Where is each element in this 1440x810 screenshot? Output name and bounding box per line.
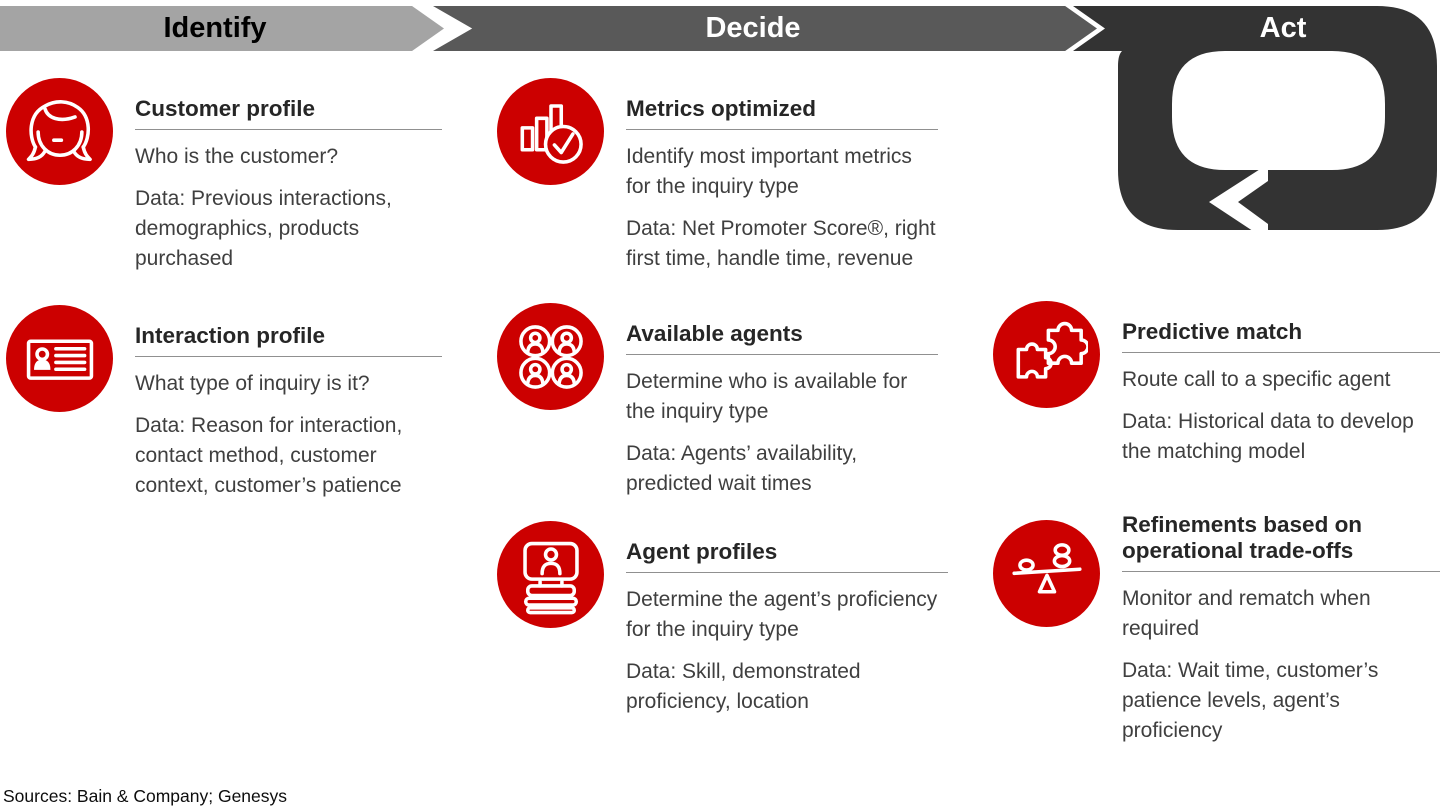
agent-laptop-icon bbox=[497, 521, 604, 628]
act-feedback-loop-icon bbox=[1073, 6, 1437, 240]
card-title: Customer profile bbox=[135, 96, 442, 130]
phase-label-act: Act bbox=[1259, 12, 1307, 44]
card-refinements-trade-offs: Refinements based on operational trade-o… bbox=[993, 512, 1440, 746]
agents-group-icon bbox=[497, 303, 604, 410]
card-data: Data: Skill, demonstrated proficiency, l… bbox=[626, 660, 861, 713]
sources-note: Sources: Bain & Company; Genesys bbox=[3, 786, 288, 806]
phase-chevron-identify bbox=[0, 6, 444, 51]
card-metrics-optimized: Metrics optimized Identify most importan… bbox=[497, 78, 938, 274]
card-title: Interaction profile bbox=[135, 323, 442, 357]
card-question: Identify most important metrics for the … bbox=[626, 145, 912, 198]
card-customer-profile: Customer profile Who is the customer? Da… bbox=[6, 78, 442, 274]
card-question: What type of inquiry is it? bbox=[135, 372, 370, 395]
id-card-icon bbox=[6, 305, 113, 412]
card-title: Agent profiles bbox=[626, 539, 948, 573]
card-agent-profiles: Agent profiles Determine the agent’s pro… bbox=[497, 521, 948, 717]
card-question: Monitor and rematch when required bbox=[1122, 587, 1371, 640]
card-question: Route call to a specific agent bbox=[1122, 368, 1391, 391]
balance-icon bbox=[993, 520, 1100, 627]
card-data: Data: Agents’ availability, predicted wa… bbox=[626, 442, 858, 495]
card-predictive-match: Predictive match Route call to a specifi… bbox=[993, 301, 1440, 467]
card-question: Determine who is available for the inqui… bbox=[626, 370, 908, 423]
customer-face-icon bbox=[6, 78, 113, 185]
card-title: Predictive match bbox=[1122, 319, 1440, 353]
card-data: Data: Net Promoter Score®, right first t… bbox=[626, 217, 936, 270]
card-available-agents: Available agents Determine who is availa… bbox=[497, 303, 938, 499]
card-data: Data: Historical data to develop the mat… bbox=[1122, 410, 1414, 463]
card-title: Metrics optimized bbox=[626, 96, 938, 130]
card-title: Refinements based on operational trade-o… bbox=[1122, 512, 1440, 572]
metrics-check-icon bbox=[497, 78, 604, 185]
card-question: Who is the customer? bbox=[135, 145, 339, 168]
phase-label-identify: Identify bbox=[163, 12, 267, 44]
card-interaction-profile: Interaction profile What type of inquiry… bbox=[6, 305, 442, 501]
card-question: Determine the agent’s proficiency for th… bbox=[626, 588, 938, 641]
puzzle-icon bbox=[993, 301, 1100, 408]
phase-label-decide: Decide bbox=[705, 12, 801, 44]
card-data: Data: Reason for interaction, contact me… bbox=[135, 414, 403, 497]
phase-chevron-decide bbox=[433, 6, 1097, 51]
card-data: Data: Wait time, customer’s patience lev… bbox=[1122, 659, 1379, 742]
card-title: Available agents bbox=[626, 321, 938, 355]
card-data: Data: Previous interactions, demographic… bbox=[135, 187, 392, 270]
